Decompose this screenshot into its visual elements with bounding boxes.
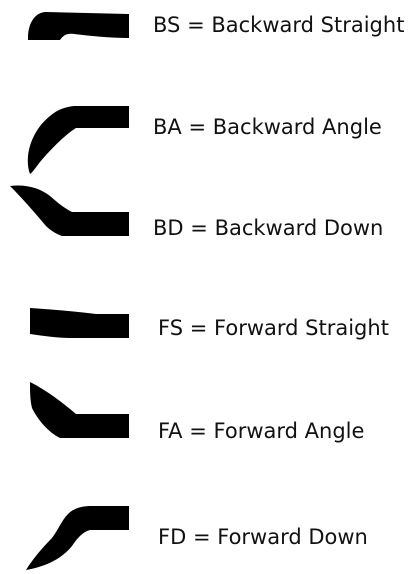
equals-ba: = — [188, 115, 207, 139]
code-fd: FD — [158, 525, 187, 549]
code-bs: BS — [153, 13, 181, 37]
meaning-bd: Backward Down — [214, 216, 384, 240]
legend-label-bd: BD = Backward Down — [153, 218, 383, 239]
meaning-fa: Forward Angle — [213, 419, 365, 443]
legend-row-fs: FS = Forward Straight — [0, 296, 418, 356]
forward-down-shape-icon — [0, 478, 140, 574]
meaning-bs: Backward Straight — [211, 13, 405, 37]
legend-row-ba: BA = Backward Angle — [0, 86, 418, 174]
backward-down-shape-icon — [0, 176, 140, 246]
code-ba: BA — [153, 115, 182, 139]
legend-label-bs: BS = Backward Straight — [153, 15, 404, 36]
equals-fd: = — [192, 525, 211, 549]
equals-fs: = — [189, 316, 208, 340]
legend-row-fd: FD = Forward Down — [0, 480, 418, 570]
forward-straight-shape-icon — [0, 296, 140, 356]
meaning-ba: Backward Angle — [212, 115, 382, 139]
equals-bd: = — [190, 216, 208, 240]
forward-angle-shape-icon — [0, 376, 140, 456]
legend-row-bs: BS = Backward Straight — [0, 0, 418, 60]
meaning-fd: Forward Down — [217, 525, 368, 549]
backward-straight-shape-icon — [0, 0, 140, 60]
code-bd: BD — [153, 216, 184, 240]
meaning-fs: Forward Straight — [214, 316, 389, 340]
equals-bs: = — [187, 13, 205, 37]
legend-label-fa: FA = Forward Angle — [158, 421, 364, 442]
legend-label-ba: BA = Backward Angle — [153, 117, 382, 138]
legend-row-bd: BD = Backward Down — [0, 176, 418, 239]
legend-row-fa: FA = Forward Angle — [0, 376, 418, 442]
code-fs: FS — [158, 316, 184, 340]
backward-angle-shape-icon — [0, 82, 140, 182]
equals-fa: = — [189, 419, 207, 443]
code-fa: FA — [158, 419, 183, 443]
legend-label-fd: FD = Forward Down — [158, 527, 368, 548]
legend-label-fs: FS = Forward Straight — [158, 318, 389, 339]
